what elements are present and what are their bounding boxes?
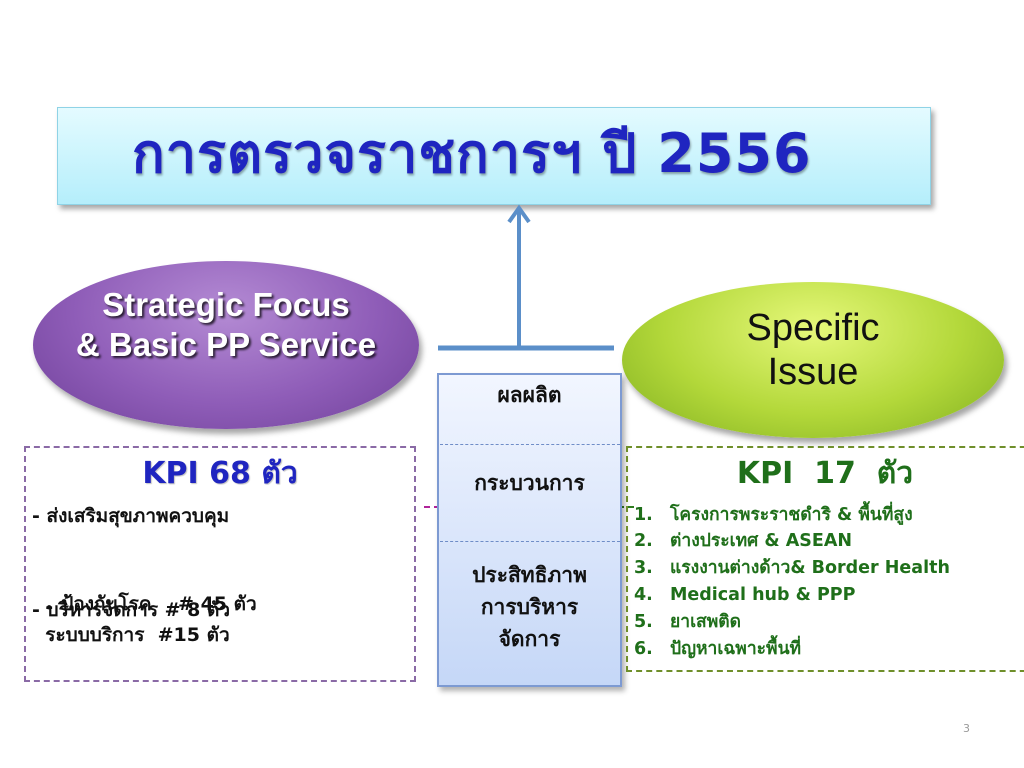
- specific-issue-ellipse: [622, 282, 1004, 438]
- strategic-focus-ellipse: [33, 261, 419, 429]
- left-kpi-item-text: ส่งเสริมสุขภาพควบคุม: [46, 505, 230, 527]
- right-kpi-item-text: ปัญหาเฉพาะพื้นที่: [670, 639, 802, 659]
- item-number: 2.: [634, 531, 653, 551]
- center-column: [437, 373, 622, 687]
- title-text: การตรวจราชการฯ ปี 2556: [132, 122, 812, 185]
- center-item-efficiency-1: ประสิทธิภาพ: [472, 563, 587, 587]
- center-item-process: กระบวนการ: [474, 471, 585, 495]
- right-kpi-item: 5. ยาเสพติด: [634, 609, 1024, 635]
- left-kpi-box: [24, 446, 416, 682]
- right-kpi-item: 6. ปัญหาเฉพาะพื้นที่: [634, 636, 1024, 662]
- center-item-output: ผลผลิต: [497, 383, 562, 407]
- item-number: 6.: [634, 639, 653, 659]
- right-kpi-item: 1. โครงการพระราชดำริ & พื้นที่สูง: [634, 502, 1024, 528]
- left-kpi-item-text: บริหารจัดการ # 8 ตัว: [46, 599, 231, 621]
- left-kpi-item-text: ป้องกันโรค # 45 ตัว: [61, 593, 257, 615]
- specific-issue-line1: Specific: [746, 307, 880, 349]
- item-number: 4.: [634, 585, 653, 605]
- bullet: -: [45, 596, 54, 618]
- title-banner: [57, 107, 931, 205]
- strategic-focus-label: Strategic Focus & Basic PP Service: [40, 285, 412, 395]
- right-kpi-item-text: ต่างประเทศ & ASEAN: [670, 531, 853, 551]
- left-kpi-item: - ส่งเสริมสุขภาพควบคุม: [32, 502, 412, 530]
- item-number: 3.: [634, 558, 653, 578]
- right-kpi-title: KPI 17 ตัว: [736, 456, 914, 491]
- specific-issue-label: Specific Issue: [640, 306, 986, 406]
- center-item-efficiency-2: การบริหาร: [480, 595, 579, 619]
- right-kpi-item-text: โครงการพระราชดำริ & พื้นที่สูง: [670, 505, 913, 525]
- right-kpi-item-text: แรงงานต่างด้าว& Border Health: [670, 558, 950, 578]
- up-arrow-head: [507, 204, 531, 224]
- left-kpi-item: ป้องกันโรค # 45 ตัว: [48, 534, 428, 618]
- item-number: 5.: [634, 612, 653, 632]
- right-kpi-item-text: Medical hub & PPP: [670, 585, 856, 605]
- right-kpi-box: [626, 446, 1024, 672]
- right-kpi-item: 4. Medical hub & PPP: [634, 582, 1024, 608]
- right-kpi-item-text: ยาเสพติด: [670, 612, 742, 632]
- item-number: 1.: [634, 505, 653, 525]
- left-kpi-title: KPI 68 ตัว: [142, 456, 298, 491]
- left-kpi-item-text: ระบบบริการ #15 ตัว: [45, 624, 230, 646]
- right-kpi-item: 3. แรงงานต่างด้าว& Border Health: [634, 555, 1024, 581]
- right-kpi-item: 2. ต่างประเทศ & ASEAN: [634, 528, 1024, 554]
- strategic-focus-line1: Strategic Focus: [102, 286, 350, 323]
- strategic-focus-line2: & Basic PP Service: [75, 326, 377, 363]
- center-divider: [440, 444, 620, 445]
- page-number: 3: [963, 722, 970, 735]
- center-divider: [440, 541, 620, 542]
- bullet: -: [32, 599, 40, 621]
- bullet: -: [32, 505, 40, 527]
- specific-issue-line2: Issue: [767, 351, 859, 393]
- center-item-efficiency-3: จัดการ: [498, 627, 561, 651]
- left-kpi-item: - บริหารจัดการ # 8 ตัว: [32, 596, 412, 624]
- left-kpi-item: - ระบบบริการ #15 ตัว: [32, 565, 412, 649]
